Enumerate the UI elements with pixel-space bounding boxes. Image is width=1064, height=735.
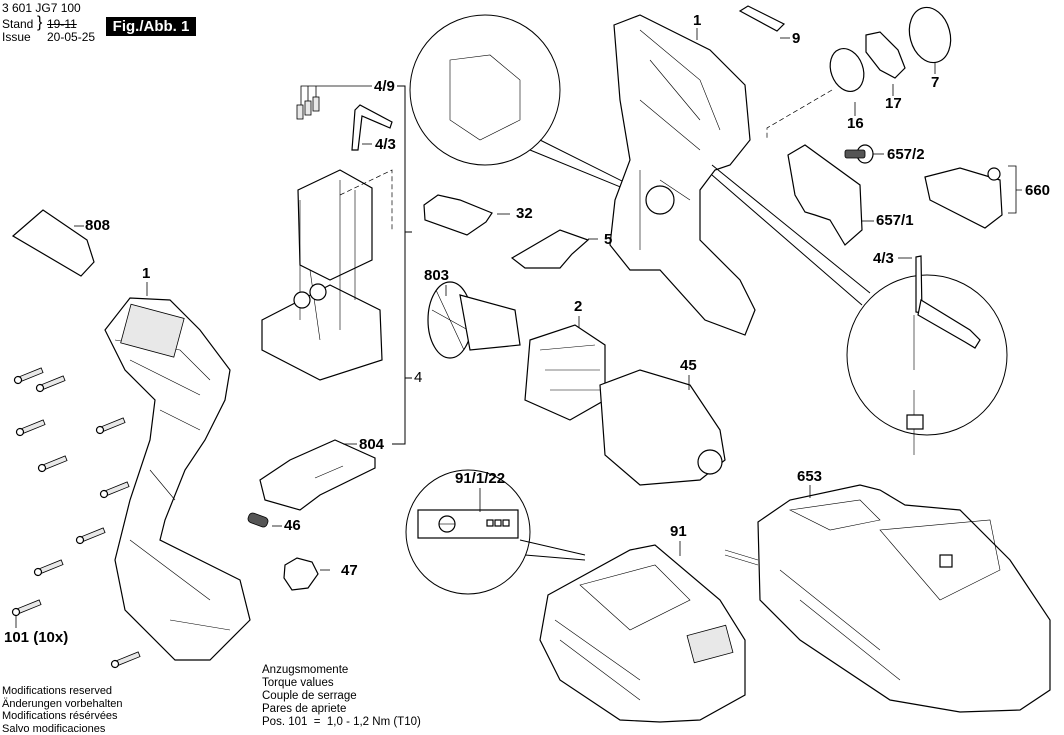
fan-803-part — [428, 282, 520, 358]
nameplate-9-part — [740, 6, 784, 31]
label-battery-label-detail: 91/1/22 — [455, 471, 505, 487]
detail-circle-right — [847, 275, 1007, 435]
label-nameplate: 9 — [792, 31, 800, 47]
label-screw-clip: 657/2 — [887, 147, 925, 163]
label-charger: 653 — [797, 469, 822, 485]
label-housing-top: 1 — [693, 13, 701, 29]
belt-clip-657-1-part — [788, 145, 862, 245]
label-motor-2: 2 — [574, 299, 582, 315]
label-cable-detail: 4/3 — [873, 251, 894, 267]
label-pcb-holder: 804 — [359, 437, 384, 453]
modification-note: Salvo modificaciones — [2, 723, 122, 735]
pcb-holder-804-part — [260, 440, 375, 510]
charger-653-part — [725, 485, 1050, 712]
label-fan-803: 803 — [424, 268, 449, 284]
modifications-notes: Modifications reserved Änderungen vorbeh… — [2, 685, 122, 735]
label-knob-47: 47 — [341, 563, 358, 579]
motor-2-part — [525, 325, 605, 420]
detail-circle-top — [410, 15, 560, 165]
slide-32-part — [424, 195, 492, 235]
housing-top-part — [610, 15, 755, 335]
cover-7-part — [903, 3, 956, 67]
insert-17-part — [866, 32, 905, 78]
switch-assembly-part — [262, 170, 392, 380]
label-slide-32: 32 — [516, 206, 533, 222]
label-housing-left: 1 — [142, 266, 150, 282]
label-slide-5: 5 — [604, 232, 612, 248]
screws-101 — [11, 367, 140, 669]
torque-line: Torque values — [262, 677, 421, 690]
label-switch-assembly: 4 — [414, 370, 422, 386]
label-808: 808 — [85, 218, 110, 234]
disc-16-part — [824, 44, 869, 96]
label-808-part — [13, 210, 94, 276]
slide-5-part — [512, 230, 588, 268]
label-cable-top: 4/3 — [375, 137, 396, 153]
screw-660-part — [988, 168, 1000, 180]
torque-line: Couple de serrage — [262, 690, 421, 703]
spring-46-part — [247, 512, 269, 528]
screw-657-2-part — [845, 145, 873, 163]
torque-line: Pares de apriete — [262, 703, 421, 716]
label-battery: 91 — [670, 524, 687, 540]
label-cover: 7 — [931, 75, 939, 91]
torque-spec: Pos. 101 = 1,0 - 1,2 Nm (T10) — [262, 716, 421, 729]
modification-note: Modifications reserved — [2, 685, 122, 698]
housing-left-part — [105, 298, 250, 660]
torque-line: Anzugsmomente — [262, 664, 421, 677]
torque-values: Anzugsmomente Torque values Couple de se… — [262, 664, 421, 729]
label-sensor-cable: 4/9 — [374, 79, 395, 95]
label-belt-clip: 657/1 — [876, 213, 914, 229]
label-screws-101: 101 (10x) — [4, 630, 68, 646]
modification-note: Änderungen vorbehalten — [2, 698, 122, 711]
label-insert: 17 — [885, 96, 902, 112]
battery-91-part — [540, 545, 745, 722]
label-disc: 16 — [847, 116, 864, 132]
label-spring-46: 46 — [284, 518, 301, 534]
knob-47-part — [284, 558, 318, 590]
modification-note: Modifications résérvées — [2, 710, 122, 723]
label-bit-holder: 660 — [1025, 183, 1050, 199]
label-gearbox-45: 45 — [680, 358, 697, 374]
